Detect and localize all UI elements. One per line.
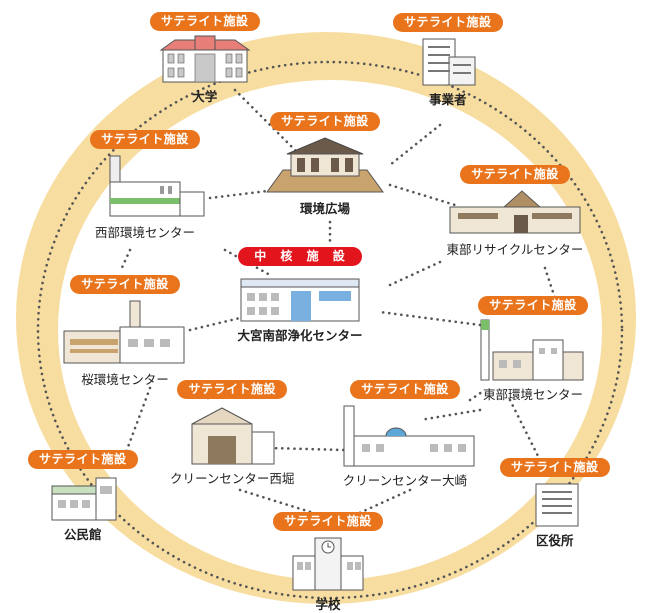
environment-plant-icon [63,300,185,364]
satellite-badge: サテライト施設 [70,275,180,294]
ward-office-icon [535,483,579,527]
node-east-recycle[interactable]: サテライト施設 東部リサイクルセンター [440,165,590,258]
purification-plant-icon [240,278,360,322]
link-ozaki-school [353,488,412,517]
satellite-badge: サテライト施設 [350,380,460,399]
school-clock-building-icon [292,537,364,591]
node-label: 東部環境センター [482,387,583,402]
satellite-badge: サテライト施設 [273,512,383,531]
recycle-factory-icon [449,190,581,234]
satellite-badge: サテライト施設 [28,450,138,469]
node-label: 公民館 [64,527,102,542]
node-school[interactable]: サテライト施設 学校 [273,512,383,613]
node-business[interactable]: サテライト施設 事業者 [393,13,503,108]
core-facility-badge: 中 核 施 設 [238,247,362,266]
node-clean-ozaki[interactable]: サテライト施設 クリーンセンター大崎 [330,380,480,489]
link-west-plaza [208,188,277,200]
university-building-icon [159,35,251,83]
chimney-plant-icon [480,319,584,381]
satellite-badge: サテライト施設 [150,12,260,31]
node-label: 環境広場 [299,201,350,216]
node-core-facility[interactable]: 中 核 施 設 大宮南部浄化センター [235,247,365,344]
satellite-badge: サテライト施設 [90,130,200,149]
node-west-center[interactable]: サテライト施設 西部環境センター [80,130,210,241]
plaza-hall-icon [266,137,384,193]
community-hall-icon [51,477,117,521]
link-nishibori-ozaki [268,446,347,452]
node-label: 大学 [192,89,218,104]
node-label: 桜環境センター [81,372,169,387]
satellite-badge: サテライト施設 [270,112,380,131]
outer-dotted-circle [36,60,624,600]
node-label: 大宮南部浄化センター [237,328,363,343]
satellite-badge: サテライト施設 [478,296,588,315]
satellite-badge: サテライト施設 [460,165,570,184]
link-sakura-hall [123,386,152,457]
link-east-ozaki [418,408,482,422]
satellite-badge: サテライト施設 [393,13,503,32]
link-plaza-recycle [388,183,457,207]
link-nishibori-school [238,488,322,517]
node-east-center[interactable]: サテライト施設 東部環境センター [473,296,593,403]
incinerator-plant-icon [109,155,205,217]
node-label: 東部リサイクルセンター [446,242,584,257]
satellite-badge: サテライト施設 [177,380,287,399]
link-sakura-core [188,310,267,332]
link-west-sakura [118,248,132,274]
node-ward-office[interactable]: サテライト施設 区役所 [500,458,610,549]
link-east-ward [508,398,542,462]
node-label: クリーンセンター西堀 [170,471,295,486]
node-university[interactable]: サテライト施設 大学 [150,12,260,105]
clean-center-building-icon [191,407,275,465]
node-label: 区役所 [536,533,574,548]
node-clean-nishibori[interactable]: サテライト施設 クリーンセンター西堀 [170,380,294,487]
node-sakura-center[interactable]: サテライト施設 桜環境センター [60,275,190,388]
office-building-icon [422,38,476,86]
node-community-hall[interactable]: サテライト施設 公民館 [28,450,138,543]
node-plaza[interactable]: サテライト施設 環境広場 [265,112,385,217]
clean-center-long-building-icon [343,405,475,467]
link-recycle-east [543,266,557,300]
node-label: 事業者 [429,92,467,107]
node-label: クリーンセンター大崎 [342,473,468,488]
node-label: 西部環境センター [94,225,195,240]
node-label: 学校 [315,597,341,612]
satellite-badge: サテライト施設 [500,458,610,477]
